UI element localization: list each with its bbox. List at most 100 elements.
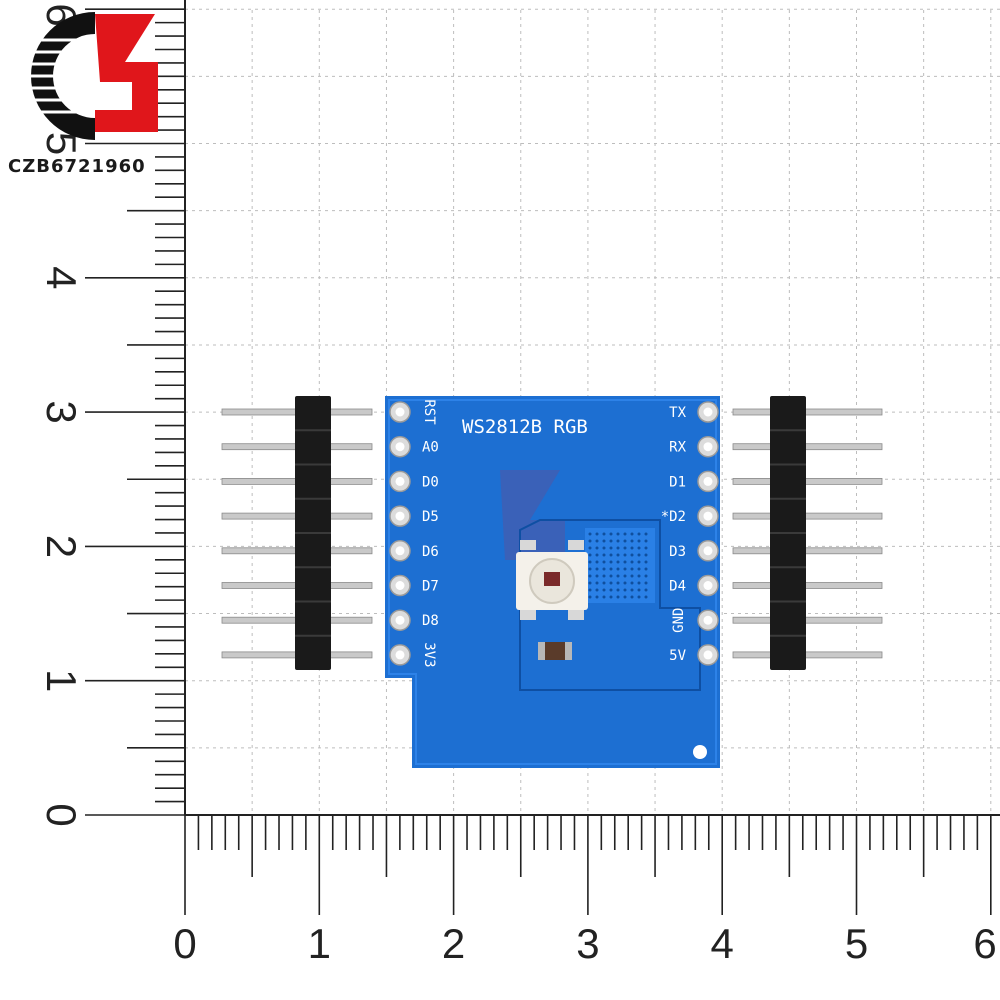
via-dot — [616, 595, 620, 599]
via-dot — [623, 553, 627, 557]
mounting-hole — [693, 745, 707, 759]
via-dot — [588, 595, 592, 599]
via-dot — [602, 581, 606, 585]
via-dot — [609, 588, 613, 592]
via-dot — [623, 588, 627, 592]
header-pin — [732, 443, 883, 451]
via-dot — [609, 539, 613, 543]
via-dot — [595, 560, 599, 564]
via-dot — [616, 532, 620, 536]
via-dot — [630, 588, 634, 592]
via-dot — [637, 560, 641, 564]
via-dot — [602, 546, 606, 550]
via-dot — [595, 546, 599, 550]
horizontal-ruler-label: 2 — [442, 920, 465, 967]
via-dot — [630, 574, 634, 578]
pin-label: RX — [669, 440, 686, 456]
pin-hole — [395, 615, 405, 625]
pin-hole — [395, 581, 405, 590]
via-dot — [616, 574, 620, 578]
via-dot — [595, 553, 599, 557]
header-pin — [732, 477, 883, 485]
via-dot — [588, 588, 592, 592]
pin-label: GND — [671, 608, 687, 633]
led-chip — [544, 572, 560, 586]
measurement-grid — [185, 8, 1000, 815]
vertical-ruler-label: 5 — [38, 132, 85, 155]
via-dot — [637, 539, 641, 543]
via-dot — [595, 595, 599, 599]
via-dot — [623, 574, 627, 578]
pin-label: D0 — [422, 474, 439, 490]
via-dot — [630, 553, 634, 557]
thermal-via-array — [588, 532, 648, 599]
horizontal-ruler-label: 1 — [308, 920, 331, 967]
smd-capacitor — [538, 642, 572, 660]
via-dot — [616, 560, 620, 564]
via-dot — [602, 553, 606, 557]
via-dot — [644, 595, 648, 599]
header-pin — [732, 512, 883, 520]
horizontal-ruler-label: 0 — [173, 920, 196, 967]
via-dot — [637, 532, 641, 536]
via-dot — [630, 532, 634, 536]
via-dot — [595, 581, 599, 585]
via-dot — [609, 567, 613, 571]
logo-c-stripes — [30, 38, 95, 114]
via-dot — [595, 539, 599, 543]
header-pin — [732, 582, 883, 589]
vertical-ruler-label: 2 — [38, 535, 85, 558]
board-title: WS2812B RGB — [462, 416, 588, 438]
via-dot — [595, 532, 599, 536]
led-pad-bottom-right — [568, 610, 584, 620]
horizontal-ruler-label: 6 — [973, 920, 996, 967]
via-dot — [616, 581, 620, 585]
via-dot — [637, 581, 641, 585]
vertical-ruler — [85, 0, 186, 816]
pin-label: D8 — [422, 613, 439, 629]
via-dot — [595, 567, 599, 571]
vertical-ruler-label: 4 — [38, 266, 85, 289]
via-dot — [644, 560, 648, 564]
via-dot — [637, 546, 641, 550]
pin-hole — [703, 476, 713, 486]
vertical-ruler-label: 1 — [38, 669, 85, 692]
header-pin — [732, 408, 883, 416]
via-dot — [588, 560, 592, 564]
logo-watermark-text: CZB6721960 — [8, 156, 146, 177]
via-dot — [616, 546, 620, 550]
via-dot — [644, 588, 648, 592]
via-dot — [588, 581, 592, 585]
via-dot — [630, 567, 634, 571]
pin-label: D6 — [422, 544, 439, 560]
header-pin — [732, 547, 883, 555]
left-pin-header — [221, 396, 373, 670]
led-pad-bottom-left — [520, 610, 536, 620]
pin-label: 3V3 — [421, 642, 437, 667]
pin-hole — [703, 546, 713, 556]
pin-hole — [703, 407, 713, 417]
pcb-inner-edge — [388, 399, 717, 765]
horizontal-ruler-label: 5 — [845, 920, 868, 967]
via-dot — [637, 553, 641, 557]
pin-label: TX — [669, 405, 686, 421]
via-dot — [637, 595, 641, 599]
logo-z-shape — [95, 14, 158, 132]
via-dot — [637, 567, 641, 571]
via-dot — [595, 588, 599, 592]
via-dot — [616, 539, 620, 543]
pin-hole — [703, 650, 713, 660]
via-dot — [644, 574, 648, 578]
led-pad-top-left — [520, 540, 536, 550]
via-dot — [602, 560, 606, 564]
pin-hole — [395, 442, 405, 452]
via-dot — [630, 546, 634, 550]
via-dot — [588, 567, 592, 571]
via-dot — [602, 574, 606, 578]
pcb-faint-logo — [500, 470, 565, 560]
copper-pad-region — [585, 528, 655, 603]
brand-logo: CZB6721960 — [8, 12, 158, 177]
